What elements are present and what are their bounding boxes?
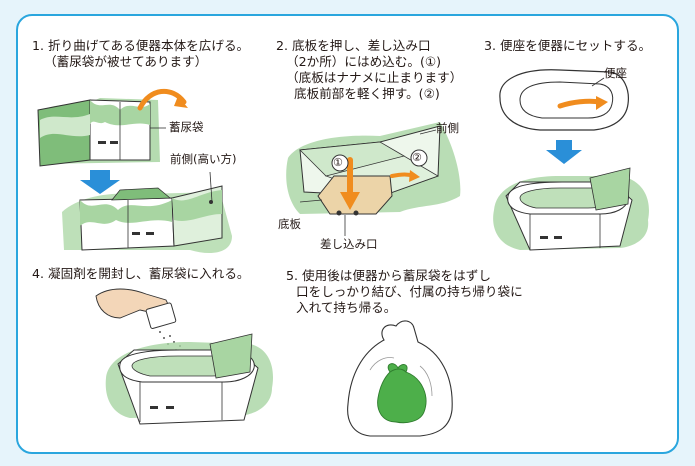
step-1-line-2: （蓄尿袋が被せてあります） bbox=[44, 54, 208, 69]
step-5-line-3: 入れて持ち帰る。 bbox=[296, 300, 397, 315]
folded-toilet-illustration bbox=[37, 88, 188, 167]
step-1-line-1: 1. 折り曲げてある便器本体を広げる。 bbox=[32, 38, 250, 53]
toilet-illustration bbox=[105, 333, 274, 425]
down-arrow-icon bbox=[546, 140, 582, 164]
toilet-with-seat-illustration bbox=[493, 167, 649, 251]
step-3-text: 3. 便座を便器にセットする。 bbox=[484, 38, 651, 54]
bottom-plate-illustration bbox=[286, 122, 461, 236]
step-2-line-1: 2. 底板を押し、差し込み口 bbox=[276, 38, 431, 53]
step-2-text: 2. 底板を押し、差し込み口 （2か所）にはめ込む。(①) （底板はナナメに止ま… bbox=[276, 38, 462, 102]
step-2-line-2: （2か所）にはめ込む。(①) bbox=[286, 54, 442, 69]
seat-ring-illustration bbox=[499, 69, 629, 131]
step-5-line-1: 5. 使用後は便器から蓄尿袋をはずし bbox=[286, 268, 491, 283]
step-3-line-1: 3. 便座を便器にセットする。 bbox=[484, 38, 652, 53]
label-bag: 蓄尿袋 bbox=[169, 120, 204, 134]
marker-1: ① bbox=[333, 156, 343, 169]
label-slot: 差し込み口 bbox=[320, 237, 378, 251]
label-front-high: 前側(高い方) bbox=[170, 152, 237, 166]
label-seat: 便座 bbox=[604, 66, 627, 80]
expanded-toilet-illustration bbox=[62, 171, 232, 254]
marker-2: ② bbox=[412, 151, 422, 164]
step-2-line-4: 底板前部を軽く押す。(②) bbox=[294, 86, 440, 101]
down-arrow-icon bbox=[80, 170, 120, 194]
pour-coagulant-illustration bbox=[95, 288, 181, 351]
step-5-line-2: 口をしっかり結び、付属の持ち帰り袋に bbox=[296, 284, 523, 299]
label-bottom-plate: 底板 bbox=[278, 217, 301, 231]
step-5-text: 5. 使用後は便器から蓄尿袋をはずし 口をしっかり結び、付属の持ち帰り袋に 入れ… bbox=[286, 268, 523, 316]
step-4-line-1: 4. 凝固剤を開封し、蓄尿袋に入れる。 bbox=[32, 266, 250, 281]
take-home-bag-illustration bbox=[347, 320, 453, 437]
step-1-text: 1. 折り曲げてある便器本体を広げる。 （蓄尿袋が被せてあります） bbox=[32, 38, 249, 70]
step-2-line-3: （底板はナナメに止まります） bbox=[286, 70, 463, 85]
step-4-text: 4. 凝固剤を開封し、蓄尿袋に入れる。 bbox=[32, 266, 250, 282]
label-front: 前側 bbox=[436, 121, 459, 135]
